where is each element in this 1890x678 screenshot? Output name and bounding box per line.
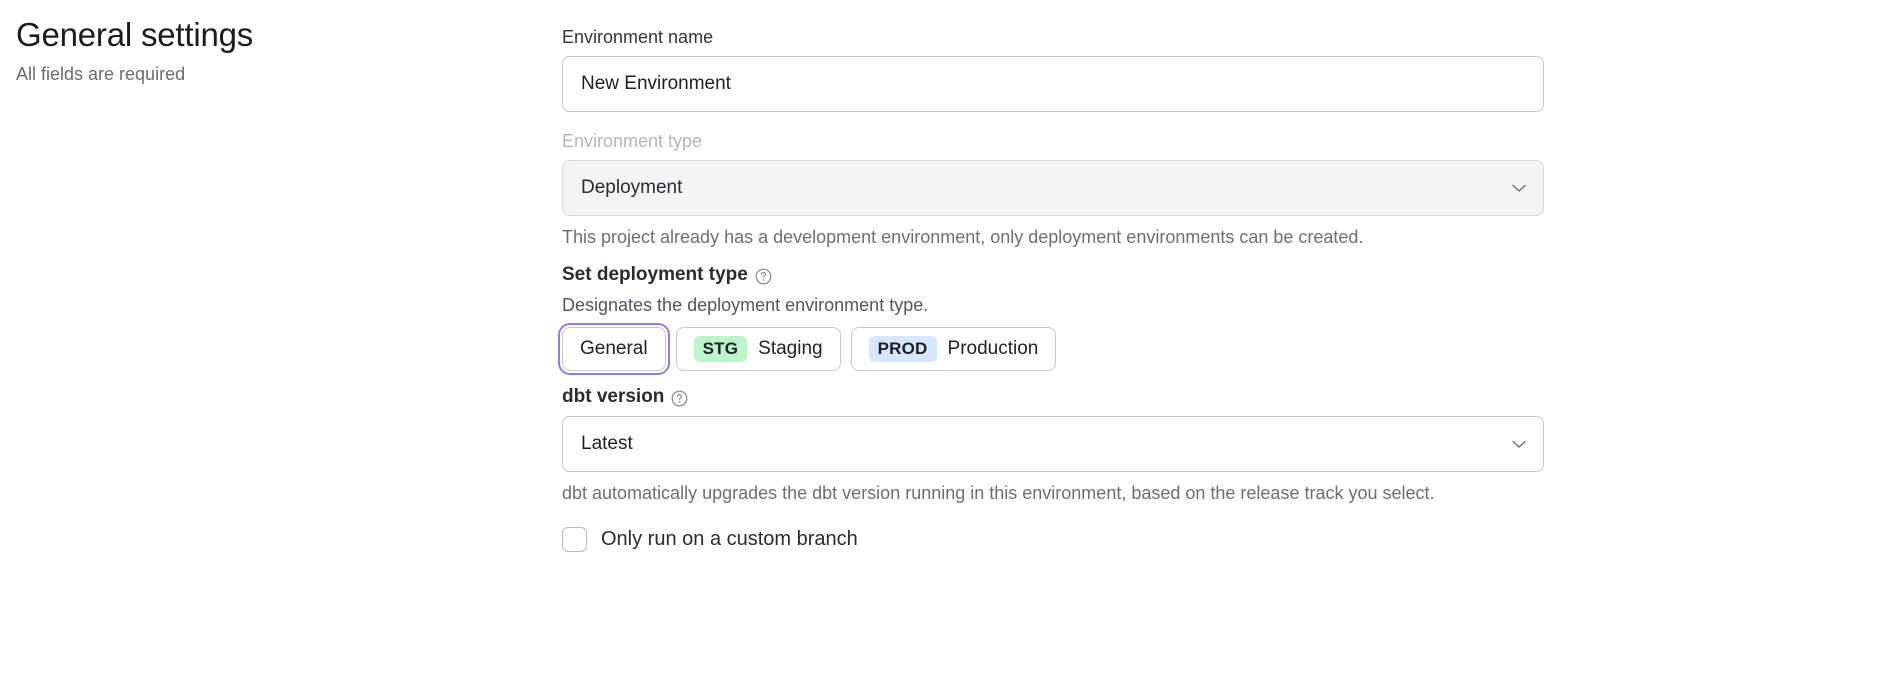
environment-name-label: Environment name	[562, 27, 714, 47]
deployment-type-field: Set deployment type Designates the deplo…	[558, 262, 1544, 375]
deployment-type-option-general[interactable]: General	[558, 323, 670, 375]
deployment-type-option-production[interactable]: PROD Production	[850, 327, 1057, 371]
deployment-type-option-staging[interactable]: STG Staging	[675, 327, 841, 371]
dbt-version-select-wrap: Latest	[562, 416, 1544, 472]
chevron-down-icon	[1511, 180, 1527, 196]
dbt-version-field: dbt version Latest	[562, 384, 1544, 505]
deployment-type-options: General STG Staging PROD Production	[558, 323, 1544, 375]
deployment-type-label-text: Set deployment type	[562, 264, 748, 285]
environment-type-value: Deployment	[581, 177, 683, 198]
environment-type-helper: This project already has a development e…	[562, 227, 1364, 247]
environment-name-field: Environment name	[562, 24, 1544, 112]
settings-form: Environment name Environment type Deploy…	[558, 24, 1544, 552]
deployment-type-option-general-label: General	[580, 338, 648, 359]
dbt-version-label-text: dbt version	[562, 386, 665, 407]
dbt-version-select[interactable]: Latest	[562, 416, 1544, 472]
page-header: General settings All fields are required	[16, 14, 536, 86]
deployment-type-label: Set deployment type	[562, 262, 1544, 288]
help-circle-icon[interactable]	[671, 390, 688, 407]
custom-branch-label[interactable]: Only run on a custom branch	[601, 528, 858, 550]
environment-name-input[interactable]	[562, 56, 1544, 112]
page-subtitle: All fields are required	[16, 64, 186, 84]
environment-type-select[interactable]: Deployment	[562, 160, 1544, 216]
deployment-type-option-production-label: Production	[947, 338, 1039, 359]
help-circle-icon[interactable]	[755, 268, 772, 285]
environment-type-select-wrap: Deployment	[562, 160, 1544, 216]
chevron-down-icon	[1511, 436, 1527, 452]
deployment-type-option-staging-label: Staging	[758, 338, 823, 359]
production-badge: PROD	[868, 336, 937, 362]
page-title: General settings	[16, 16, 254, 53]
environment-type-field: Environment type Deployment This project…	[562, 128, 1544, 249]
custom-branch-checkbox[interactable]	[562, 527, 587, 552]
environment-type-label: Environment type	[562, 131, 703, 151]
dbt-version-value: Latest	[581, 433, 633, 454]
deployment-type-description: Designates the deployment environment ty…	[562, 295, 929, 315]
environment-name-input-wrap	[562, 56, 1544, 112]
custom-branch-row: Only run on a custom branch	[562, 527, 1544, 552]
staging-badge: STG	[693, 336, 748, 362]
dbt-version-helper: dbt automatically upgrades the dbt versi…	[562, 483, 1435, 503]
dbt-version-label: dbt version	[562, 384, 1544, 410]
